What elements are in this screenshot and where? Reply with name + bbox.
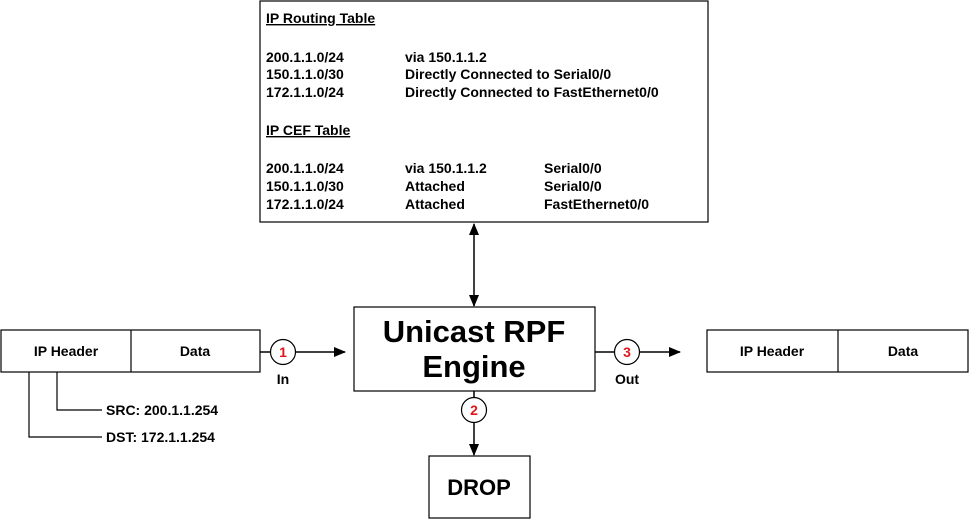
routing-row-2-route: Directly Connected to Serial0/0 (405, 66, 611, 82)
outgoing-ip-header-label: IP Header (740, 343, 805, 359)
incoming-data-label: Data (180, 343, 211, 359)
step-2-number: 2 (470, 402, 478, 418)
step-1-label: In (277, 371, 289, 387)
cef-row-3-next-hop: Attached (405, 196, 465, 212)
step-1-circle (269, 338, 297, 366)
drop-label: DROP (447, 475, 511, 500)
step-3-circle (613, 338, 641, 366)
dst-address-label: DST: 172.1.1.254 (106, 429, 215, 445)
step-3-label: Out (615, 371, 639, 387)
cef-row-2-next-hop: Attached (405, 178, 465, 194)
step-1-number: 1 (279, 344, 287, 360)
routing-table-title: IP Routing Table (266, 10, 375, 26)
src-leader-line (56, 372, 102, 411)
cef-row-2-interface: Serial0/0 (544, 178, 602, 194)
routing-row-1-prefix: 200.1.1.0/24 (266, 49, 344, 65)
src-address-label: SRC: 200.1.1.254 (106, 402, 218, 418)
drop-box: DROP (428, 455, 531, 519)
routing-row-2-prefix: 150.1.1.0/30 (266, 66, 344, 82)
outgoing-data-label: Data (888, 343, 919, 359)
cef-row-3-interface: FastEthernet0/0 (544, 196, 649, 212)
cef-row-1-next-hop: via 150.1.1.2 (405, 160, 487, 176)
cef-row-1-interface: Serial0/0 (544, 160, 602, 176)
urpf-engine-box: Unicast RPF Engine (353, 306, 596, 392)
routing-row-1-route: via 150.1.1.2 (405, 49, 487, 65)
cef-row-2-prefix: 150.1.1.0/30 (266, 178, 344, 194)
step-2-circle (460, 396, 488, 424)
cef-table-title: IP CEF Table (266, 122, 350, 138)
step-3-number: 3 (623, 344, 631, 360)
tables-box: IP Routing Table 200.1.1.0/24 via 150.1.… (259, 0, 709, 223)
cef-row-1-prefix: 200.1.1.0/24 (266, 160, 344, 176)
routing-row-3-prefix: 172.1.1.0/24 (266, 84, 344, 100)
engine-title-line-1: Unicast RPF (383, 314, 566, 349)
dst-leader-line (28, 372, 102, 438)
cef-row-3-prefix: 172.1.1.0/24 (266, 196, 344, 212)
outgoing-packet: IP Header Data (706, 329, 969, 373)
incoming-packet: IP Header Data (0, 329, 261, 373)
routing-row-3-route: Directly Connected to FastEthernet0/0 (405, 84, 659, 100)
incoming-ip-header-label: IP Header (34, 343, 99, 359)
engine-title-line-2: Engine (422, 349, 525, 384)
